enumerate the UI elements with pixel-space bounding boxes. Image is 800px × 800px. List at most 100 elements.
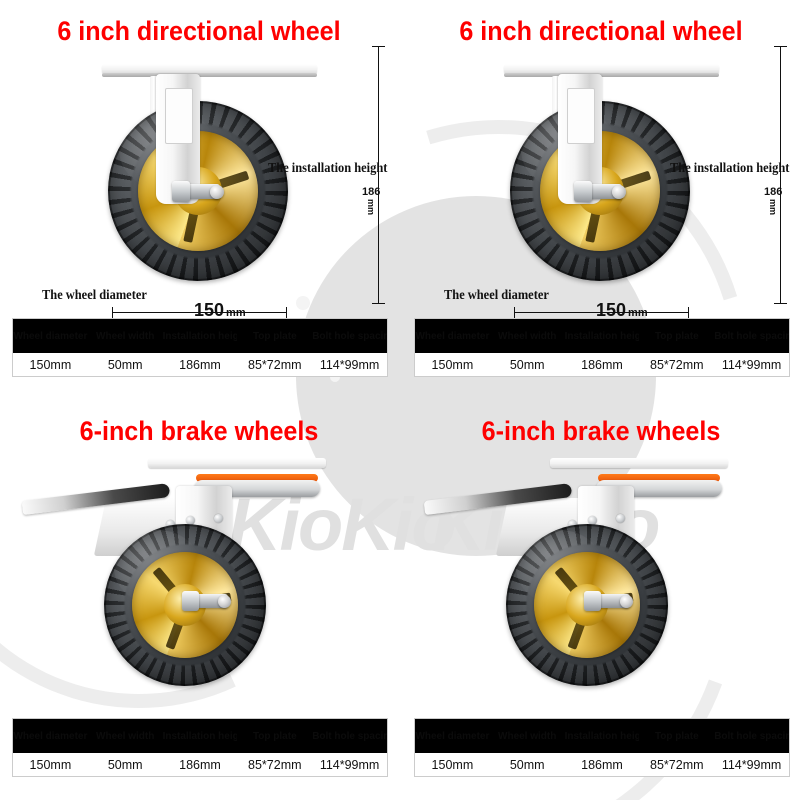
spec-cell-plate: 85*72mm [248,757,302,772]
axle-cap [218,595,231,608]
spec-cell-diameter: 150mm [29,757,72,772]
axle-cap [620,595,633,608]
panel-bottom-right: 6-inch brake wheels [402,400,800,800]
wheel-diameter-label: The wheel diameter [42,287,147,302]
spec-header-cell: Installation height [564,730,640,742]
panel-title: 6-inch brake wheels [79,416,319,446]
spec-header-cell: Wheel width [96,330,155,342]
spec-table: Wheel diameter Wheel width Installation … [414,318,790,377]
panel-top-right: 6 inch directional wheel [402,0,800,400]
spec-table-row: 150mm 50mm 186mm 85*72mm 114*99mm [415,753,789,776]
spec-table-header: Wheel diameter Wheel width Installation … [13,719,387,753]
installation-height-label: The installation height [268,160,388,175]
spec-header-cell: Wheel width [498,330,557,342]
axle-nut [574,181,592,202]
caster-illustration-rigid [0,46,398,296]
diameter-number: 150 [596,300,627,320]
height-dimension-line [372,46,385,304]
spec-cell-diameter: 150mm [29,357,72,372]
spec-header-cell: Wheel diameter [13,730,88,742]
panel-bottom-left: 6-inch brake wheels [0,400,398,800]
spec-cell-width: 50mm [509,757,545,772]
spec-header-row: Wheel diameter Wheel width Installation … [13,719,387,753]
spec-header-cell: Bolt hole spacing [714,730,789,742]
panel-top-left: 6 inch directional wheel [0,0,398,400]
spec-header-row: Wheel diameter Wheel width Installation … [415,319,789,353]
spec-header-row: Wheel diameter Wheel width Installation … [415,719,789,753]
axle-nut [172,181,190,202]
spec-cell-width: 50mm [509,357,545,372]
diameter-number: 150 [194,300,225,320]
top-plate-edge [504,73,719,77]
fork-slot [567,88,595,144]
caster-illustration-brake [0,446,398,696]
spec-header-cell: Bolt hole spacing [312,730,387,742]
caster-illustration-brake [402,446,800,696]
spec-cell-height: 186mm [581,357,623,372]
top-plate [550,458,728,468]
panel-title: 6 inch directional wheel [57,16,341,46]
installation-height-label: The installation height [670,160,790,175]
spec-cell-plate: 85*72mm [248,357,302,372]
spec-cell-holes: 114*99mm [319,357,380,372]
axle-nut [182,591,199,611]
spec-cell-diameter: 150mm [431,357,474,372]
spec-header-cell: Top plate [252,330,297,342]
tire-groove [104,524,266,686]
swivel-orange-gasket [196,474,318,482]
spec-cell-height: 186mm [179,357,221,372]
spec-cell-diameter: 150mm [431,757,474,772]
spec-header-cell: Installation height [564,330,640,342]
bolt [214,514,223,523]
panel-title: 6 inch directional wheel [459,16,743,46]
spec-table-row: 150mm 50mm 186mm 85*72mm 114*99mm [13,353,387,376]
fork-leg-rear [150,76,158,128]
fork-leg-rear [552,76,560,128]
spec-table-header: Wheel diameter Wheel width Installation … [13,319,387,353]
spec-table-header: Wheel diameter Wheel width Installation … [415,719,789,753]
spec-header-cell: Wheel diameter [415,730,490,742]
spec-cell-plate: 85*72mm [650,357,704,372]
spec-header-cell: Wheel width [96,730,155,742]
spec-header-row: Wheel diameter Wheel width Installation … [13,319,387,353]
bolt [616,514,625,523]
spec-cell-holes: 114*99mm [319,757,380,772]
spec-cell-height: 186mm [179,757,221,772]
axle-cap [210,185,224,199]
spec-table: Wheel diameter Wheel width Installation … [12,718,388,777]
swivel-orange-gasket [598,474,720,482]
spec-cell-holes: 114*99mm [721,757,782,772]
spec-header-cell: Installation height [162,330,238,342]
spec-cell-width: 50mm [107,757,143,772]
spec-header-cell: Installation height [162,730,238,742]
height-unit: mm [768,199,778,216]
height-number: 186 [362,186,381,198]
spec-cell-plate: 85*72mm [650,757,704,772]
spec-table-header: Wheel diameter Wheel width Installation … [415,319,789,353]
height-number: 186 [764,186,783,198]
spec-cell-width: 50mm [107,357,143,372]
diameter-unit: mm [226,307,246,319]
bolt [186,516,195,525]
spec-header-cell: Top plate [654,730,699,742]
height-unit: mm [366,199,376,216]
spec-cell-holes: 114*99mm [721,357,782,372]
spec-table-row: 150mm 50mm 186mm 85*72mm 114*99mm [13,753,387,776]
spec-header-cell: Wheel diameter [13,330,88,342]
spec-header-cell: Top plate [252,730,297,742]
spec-header-cell: Wheel diameter [415,330,490,342]
top-plate-edge [102,73,317,77]
spec-table-row: 150mm 50mm 186mm 85*72mm 114*99mm [415,353,789,376]
top-plate [148,458,326,468]
fork-slot [165,88,193,144]
wheel-diameter-label: The wheel diameter [444,287,549,302]
spec-header-cell: Bolt hole spacing [312,330,387,342]
axle-nut [584,591,601,611]
spec-cell-height: 186mm [581,757,623,772]
spec-header-cell: Top plate [654,330,699,342]
axle-cap [612,185,626,199]
top-plate [504,64,719,74]
spec-header-cell: Wheel width [498,730,557,742]
